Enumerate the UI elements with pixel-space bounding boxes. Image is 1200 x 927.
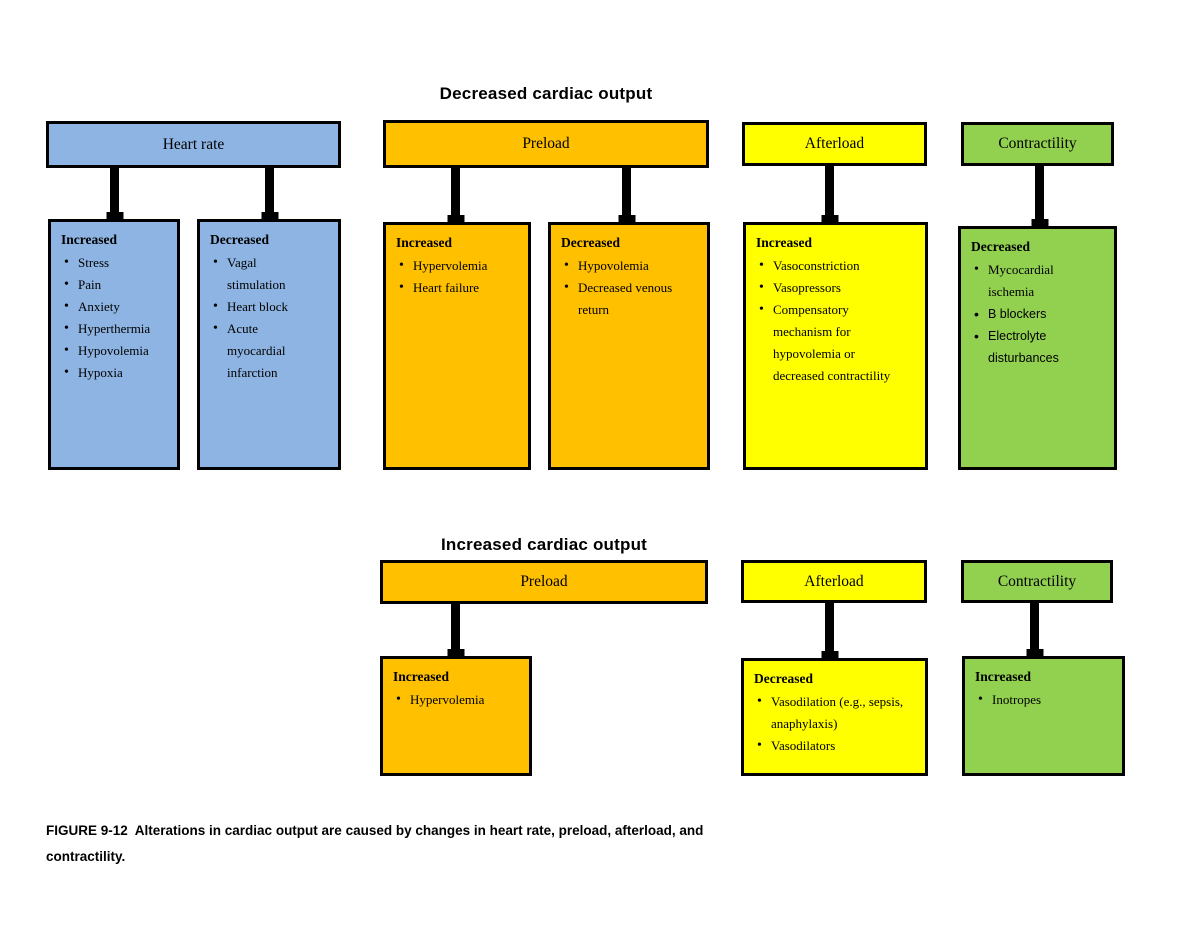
contractility-increased-box-2: Increased Inotropes <box>962 656 1125 776</box>
bullet-list: Vagal stimulationHeart blockAcute myocar… <box>210 252 312 384</box>
connector-arrow <box>451 604 460 656</box>
contractility-decreased-box: Decreased Mycocardial ischemiaB blockers… <box>958 226 1117 470</box>
bullet-item: Acute myocardial infarction <box>210 318 312 384</box>
increased-section-title: Increased cardiac output <box>440 535 648 554</box>
box-heading: Decreased <box>561 235 620 250</box>
bullet-list: Mycocardial ischemiaB blockersElectrolyt… <box>971 259 1100 369</box>
bullet-item: Anxiety <box>61 296 163 318</box>
connector-arrow <box>110 168 119 219</box>
decreased-section-title: Decreased cardiac output <box>439 84 653 103</box>
preload-increased-box-2: Increased Hypervolemia <box>380 656 532 776</box>
bullet-list: Vasodilation (e.g., sepsis, anaphylaxis)… <box>754 691 909 757</box>
bullet-list: Inotropes <box>975 689 1108 711</box>
bullet-item: Hypervolemia <box>393 689 515 711</box>
bullet-item: Decreased venous return <box>561 277 693 321</box>
bullet-item: Hypovolemia <box>61 340 163 362</box>
connector-arrow <box>451 168 460 222</box>
bullet-list: Hypervolemia <box>393 689 515 711</box>
preload-increased-box: Increased HypervolemiaHeart failure <box>383 222 531 470</box>
bullet-item: B blockers <box>971 303 1100 325</box>
connector-arrow <box>622 168 631 222</box>
figure-caption: FIGURE 9-12 Alterations in cardiac outpu… <box>46 823 708 864</box>
connector-arrow <box>825 603 834 658</box>
bullet-list: HypovolemiaDecreased venous return <box>561 255 693 321</box>
connector-arrow <box>825 166 834 222</box>
bullet-item: Heart failure <box>396 277 514 299</box>
bullet-item: Mycocardial ischemia <box>971 259 1100 303</box>
afterload-increased-box: Increased VasoconstrictionVasopressorsCo… <box>743 222 928 470</box>
bullet-item: Vasodilators <box>754 735 909 757</box>
bullet-list: VasoconstrictionVasopressorsCompensatory… <box>756 255 901 387</box>
box-heading: Decreased <box>210 232 269 247</box>
bullet-item: Vasoconstriction <box>756 255 901 277</box>
box-heading: Decreased <box>754 671 813 686</box>
contractility-header-increased: Contractility <box>961 560 1113 603</box>
preload-decreased-box: Decreased HypovolemiaDecreased venous re… <box>548 222 710 470</box>
afterload-decreased-box-2: Decreased Vasodilation (e.g., sepsis, an… <box>741 658 928 776</box>
heart-rate-header: Heart rate <box>46 121 341 168</box>
afterload-header-increased: Afterload <box>741 560 927 603</box>
bullet-item: Hypovolemia <box>561 255 693 277</box>
connector-arrow <box>1035 166 1044 226</box>
bullet-item: Vasopressors <box>756 277 901 299</box>
preload-header-increased: Preload <box>380 560 708 604</box>
box-heading: Increased <box>975 669 1031 684</box>
box-heading: Decreased <box>971 239 1030 254</box>
bullet-item: Hypoxia <box>61 362 163 384</box>
preload-header-decreased: Preload <box>383 120 709 168</box>
bullet-item: Compensatory mechanism for hypovolemia o… <box>756 299 901 387</box>
bullet-item: Inotropes <box>975 689 1108 711</box>
contractility-header-decreased: Contractility <box>961 122 1114 166</box>
heart-rate-increased-box: Increased StressPainAnxietyHyperthermiaH… <box>48 219 180 470</box>
afterload-header-decreased: Afterload <box>742 122 927 166</box>
heart-rate-decreased-box: Decreased Vagal stimulationHeart blockAc… <box>197 219 341 470</box>
bullet-item: Hypervolemia <box>396 255 514 277</box>
bullet-item: Electrolyte disturbances <box>971 325 1100 369</box>
bullet-item: Heart block <box>210 296 312 318</box>
bullet-item: Hyperthermia <box>61 318 163 340</box>
connector-arrow <box>265 168 274 219</box>
box-heading: Increased <box>393 669 449 684</box>
bullet-item: Stress <box>61 252 163 274</box>
bullet-item: Vasodilation (e.g., sepsis, anaphylaxis) <box>754 691 909 735</box>
bullet-list: StressPainAnxietyHyperthermiaHypovolemia… <box>61 252 163 384</box>
box-heading: Increased <box>756 235 812 250</box>
bullet-list: HypervolemiaHeart failure <box>396 255 514 299</box>
bullet-item: Pain <box>61 274 163 296</box>
connector-arrow <box>1030 603 1039 656</box>
box-heading: Increased <box>396 235 452 250</box>
bullet-item: Vagal stimulation <box>210 252 312 296</box>
box-heading: Increased <box>61 232 117 247</box>
